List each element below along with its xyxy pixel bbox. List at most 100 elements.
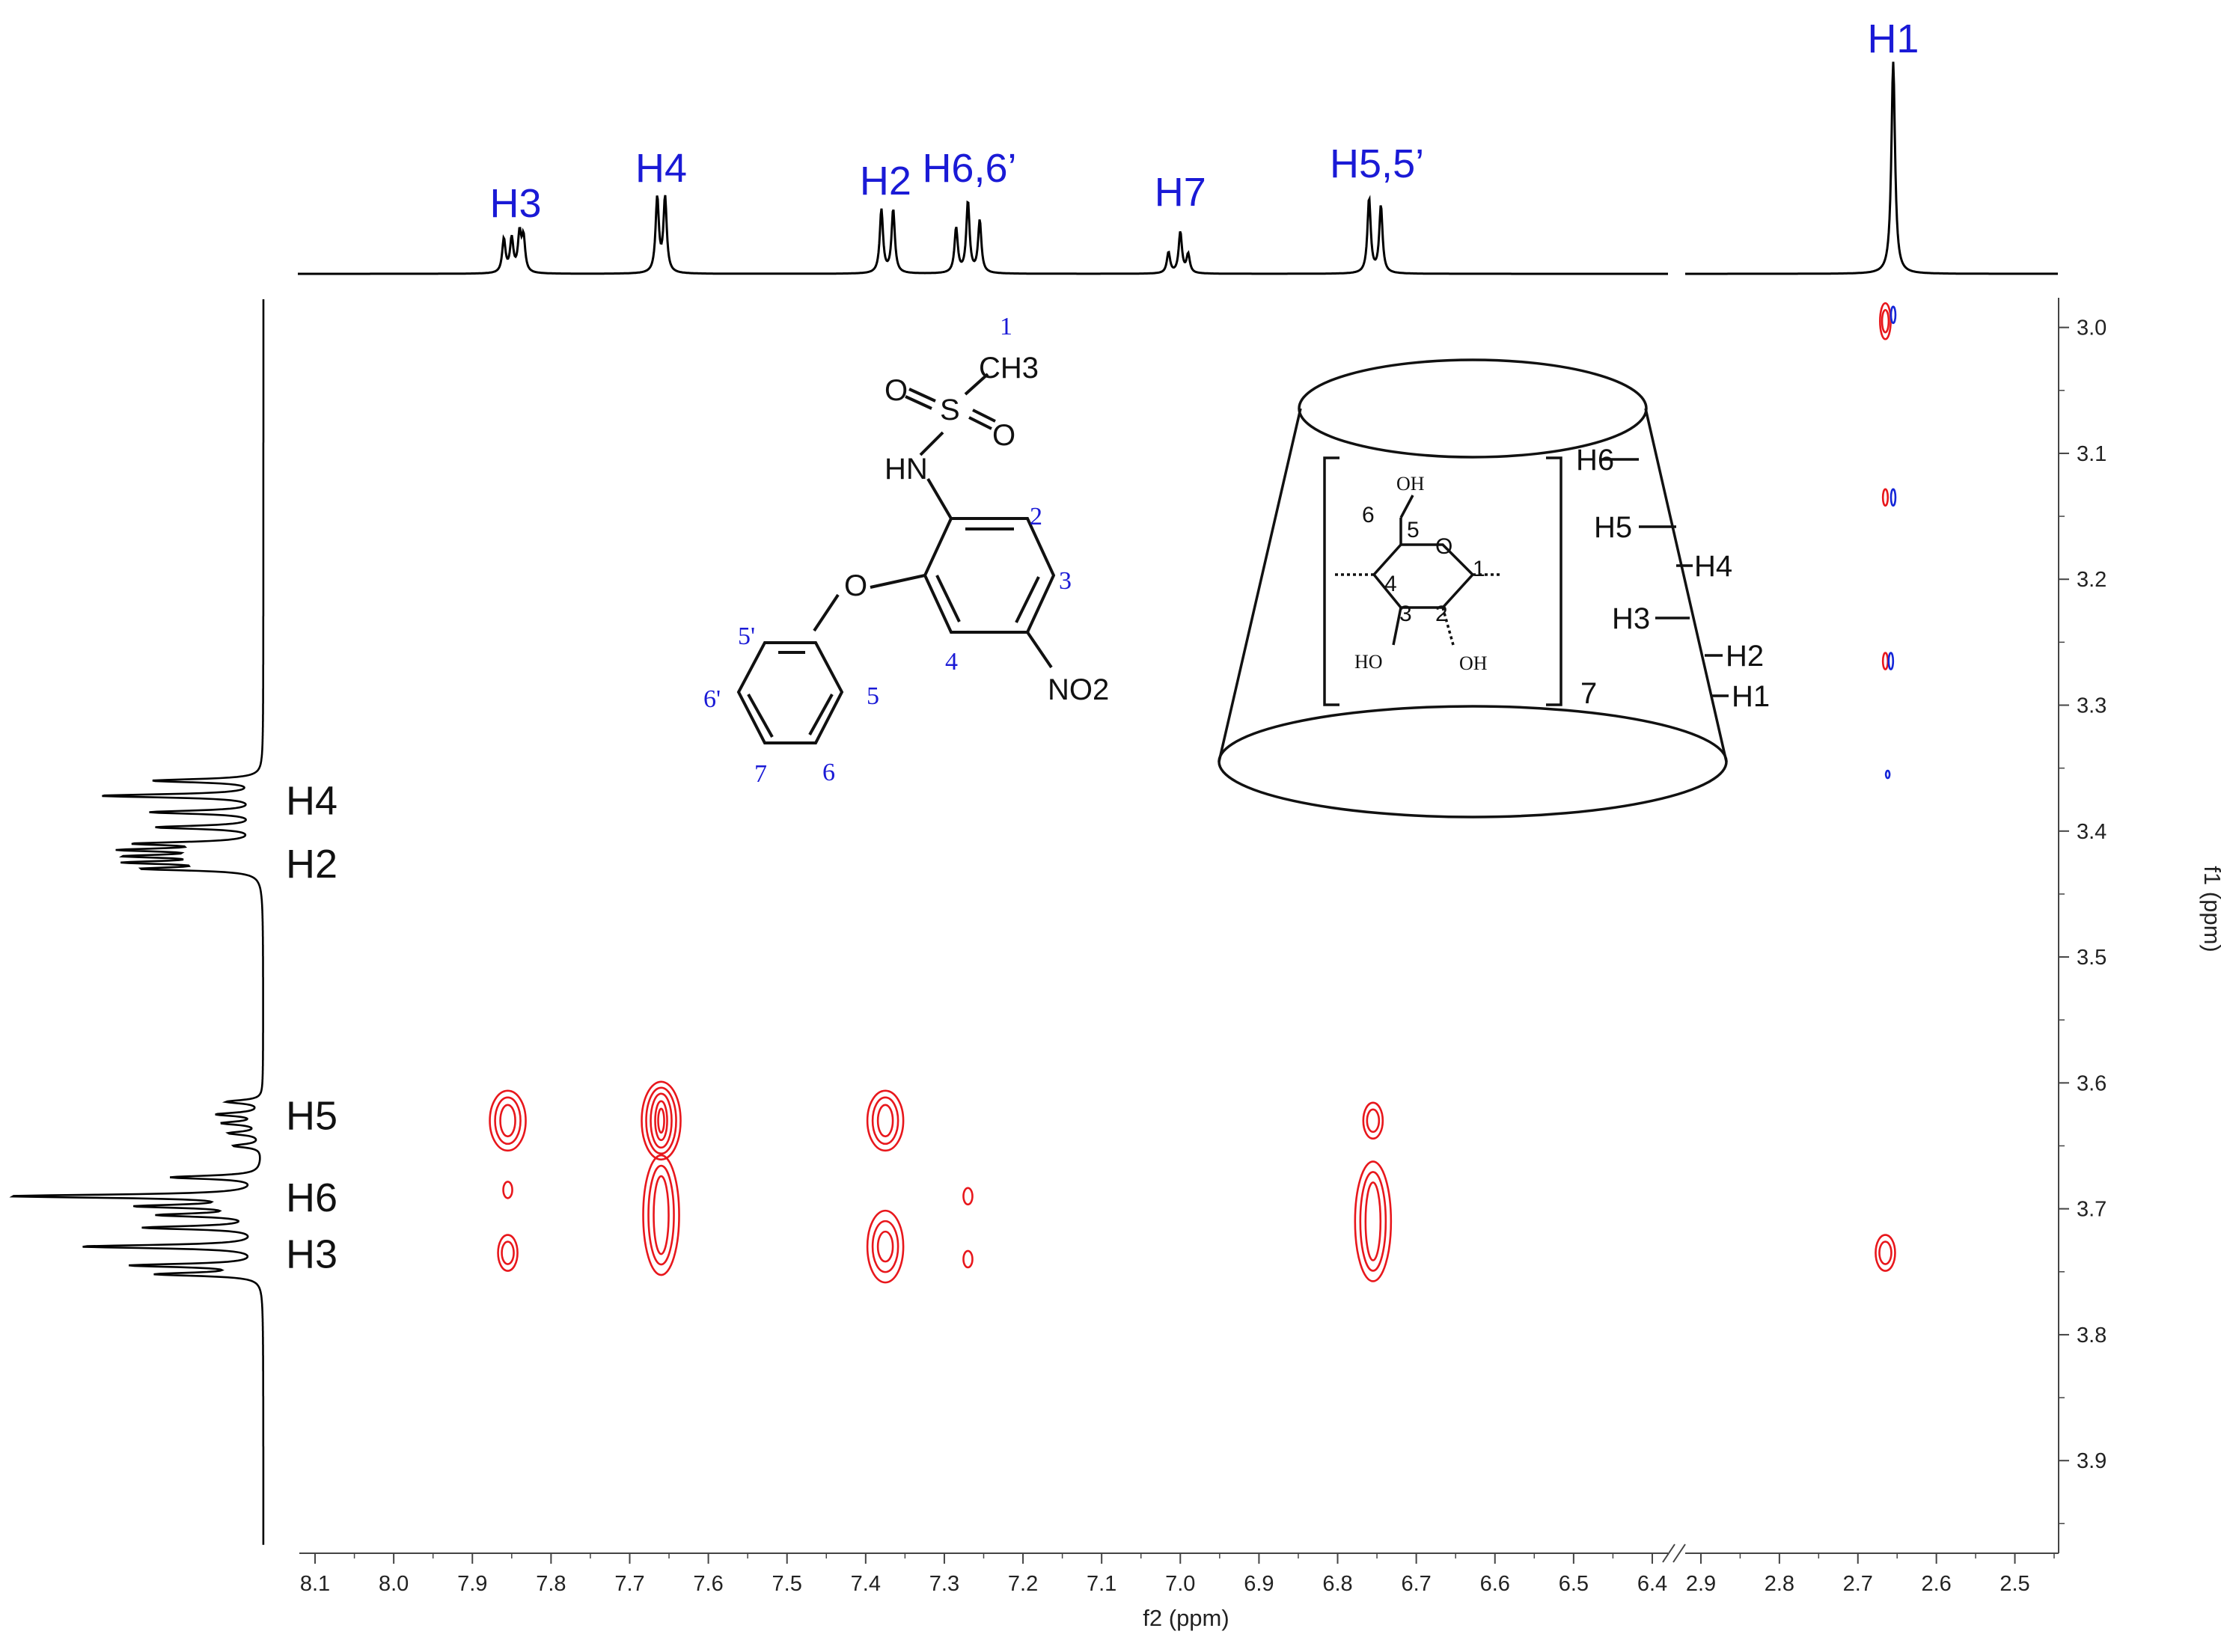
cross-peak <box>642 1154 680 1276</box>
x-tick-label: 7.7 <box>614 1572 644 1596</box>
x-tick-label: 6.8 <box>1322 1572 1352 1596</box>
svg-text:O: O <box>1435 534 1452 559</box>
svg-text:H1: H1 <box>1732 680 1770 713</box>
svg-text:O: O <box>992 419 1015 452</box>
contour-level <box>501 1240 515 1265</box>
cross-peak <box>1362 1101 1384 1140</box>
contour-level <box>654 1100 668 1142</box>
y-tick-label: 3.2 <box>2077 568 2107 592</box>
svg-text:H6: H6 <box>1576 444 1614 477</box>
x-tick-label: 2.6 <box>1921 1572 1951 1596</box>
side-peak-label: H4 <box>286 779 337 824</box>
x-tick-label: 7.9 <box>457 1572 487 1596</box>
cross-peak <box>962 1249 974 1269</box>
contour-level <box>1362 1101 1384 1140</box>
x-tick-label: 6.9 <box>1244 1572 1274 1596</box>
cone-top-ellipse <box>1298 358 1648 459</box>
cross-peak <box>1875 1234 1896 1272</box>
x-tick-label: 2.9 <box>1686 1572 1716 1596</box>
svg-text:2: 2 <box>1030 503 1042 530</box>
svg-text:H4: H4 <box>1694 550 1732 583</box>
svg-text:5: 5 <box>1407 518 1420 542</box>
cross-peak <box>866 1209 905 1284</box>
svg-text:2: 2 <box>1435 602 1448 626</box>
x-tick-label: 2.8 <box>1765 1572 1794 1596</box>
contour-level <box>866 1089 905 1152</box>
cross-peak <box>497 1234 519 1272</box>
cross-peak <box>489 1089 527 1152</box>
contour-level <box>645 1086 677 1155</box>
svg-text:OH: OH <box>1396 473 1425 495</box>
x-tick-label: 7.6 <box>693 1572 723 1596</box>
contour-level <box>1366 1108 1381 1134</box>
svg-text:6': 6' <box>703 685 721 713</box>
cross-peak <box>1881 488 1889 507</box>
side-peak-label: H2 <box>286 842 337 887</box>
y-tick-label: 3.9 <box>2077 1449 2107 1473</box>
x-tick-label: 2.7 <box>1843 1572 1873 1596</box>
svg-text:NO2: NO2 <box>1048 673 1109 706</box>
cross-peak-contours <box>489 302 1897 1284</box>
axis-break-mark <box>1672 1544 1686 1563</box>
cross-peak <box>502 1181 513 1199</box>
svg-text:3: 3 <box>1059 567 1072 595</box>
cross-peak <box>1889 305 1897 325</box>
top-peak-label: H7 <box>1155 170 1206 215</box>
svg-text:4: 4 <box>1384 572 1397 596</box>
svg-text:6: 6 <box>822 759 835 786</box>
svg-text:HO: HO <box>1354 651 1383 673</box>
side-peak-label: H6 <box>286 1175 337 1220</box>
x-tick-label: 6.7 <box>1401 1572 1431 1596</box>
top-peak-label: H6,6’ <box>922 146 1016 191</box>
contour-level <box>1887 652 1895 670</box>
svg-text:7: 7 <box>1580 677 1597 710</box>
contour-level <box>1881 488 1889 507</box>
contour-level <box>1881 308 1890 334</box>
contour-level <box>1364 1181 1382 1261</box>
svg-text:6: 6 <box>1362 503 1375 527</box>
contour-level <box>1881 652 1889 670</box>
contour-level <box>489 1089 527 1152</box>
contour-level <box>499 1104 516 1138</box>
cross-peak <box>1354 1160 1393 1282</box>
cyclodextrin-cone: OH HO OH O 1 2 3 4 5 6 7 H6 H5 H3 H4 H2 … <box>1218 358 1770 819</box>
cross-peak <box>641 1080 682 1161</box>
contour-level <box>641 1080 682 1161</box>
x-tick-label: 7.4 <box>851 1572 881 1596</box>
svg-text:S: S <box>940 394 960 426</box>
svg-text:CH3: CH3 <box>979 352 1039 385</box>
top-peak-label: H1 <box>1867 16 1919 61</box>
contour-level <box>1354 1160 1393 1282</box>
x-tick-label: 6.4 <box>1637 1572 1667 1596</box>
svg-text:H2: H2 <box>1726 640 1764 673</box>
contour-level <box>650 1092 673 1149</box>
contour-level <box>1889 488 1897 507</box>
cross-peak <box>1879 302 1892 340</box>
svg-text:HN: HN <box>885 453 928 486</box>
top-spectrum-trace-aromatic <box>298 195 1668 275</box>
contour-level <box>962 1187 974 1206</box>
top-peak-label: H2 <box>860 159 911 204</box>
x-tick-label: 6.5 <box>1559 1572 1589 1596</box>
svg-text:1: 1 <box>1473 557 1485 581</box>
svg-text:O: O <box>844 569 867 602</box>
x-tick-label: 7.2 <box>1008 1572 1038 1596</box>
contour-level <box>876 1230 894 1263</box>
contour-level <box>876 1104 894 1138</box>
cross-peak <box>962 1187 974 1206</box>
contour-level <box>642 1154 680 1276</box>
contour-level <box>1889 305 1897 325</box>
x-axis-title: f2 (ppm) <box>1143 1605 1229 1631</box>
y-tick-label: 3.7 <box>2077 1198 2107 1222</box>
y-tick-label: 3.6 <box>2077 1071 2107 1095</box>
contour-level <box>502 1181 513 1199</box>
contour-level <box>866 1209 905 1284</box>
y-tick-label: 3.8 <box>2077 1324 2107 1347</box>
ring-a <box>923 517 1056 634</box>
y-axis-title: f1 (ppm) <box>2199 866 2221 952</box>
y-tick-label: 3.5 <box>2077 946 2107 970</box>
cone-bottom-ellipse <box>1218 705 1728 819</box>
